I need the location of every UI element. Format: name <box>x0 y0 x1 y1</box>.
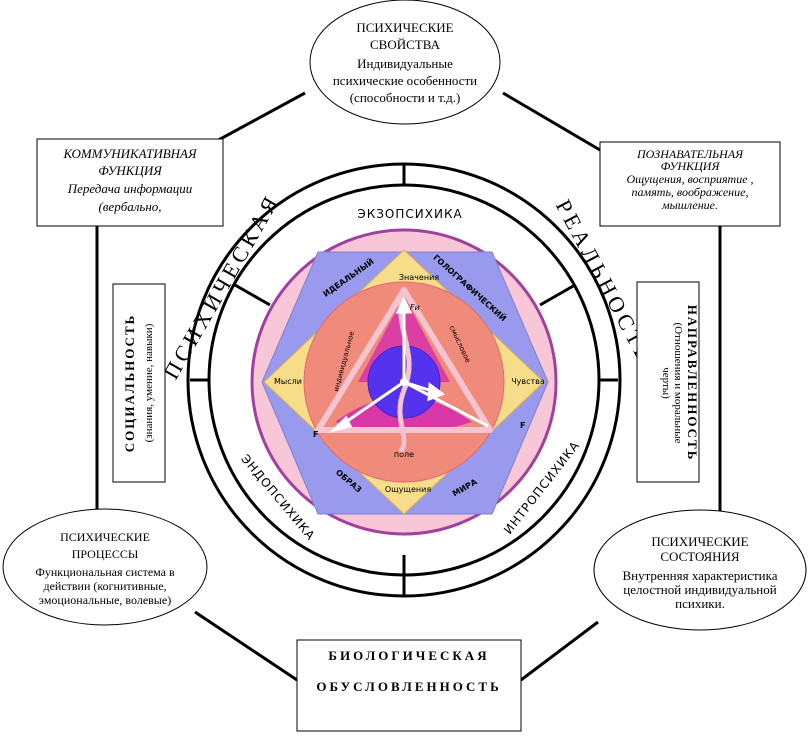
states-ellipse-text: ПСИХИЧЕСКИЕ СОСТОЯНИЯ Внутренняя характе… <box>622 534 777 611</box>
diagram-text: память, воображение, <box>632 185 749 199</box>
label-znacheniya: Значения <box>399 273 439 282</box>
diagram-text: Функциональная система в <box>35 565 175 579</box>
diagram-text: ФУНКЦИЯ <box>661 159 721 173</box>
sociality-box-text: СОЦИАЛЬНОСТЬ (знания, умение, навыки) <box>122 314 155 452</box>
cognitive-box <box>599 141 781 227</box>
sociality-box <box>112 283 166 483</box>
diagram-text: СОЦИАЛЬНОСТЬ <box>122 314 137 452</box>
diagram-text: КОММУНИКАТИВНАЯ <box>62 146 198 161</box>
diagram-text: (Отношения и моральные <box>672 323 684 444</box>
diagram-text: (способности и т.д.) <box>350 90 461 105</box>
biological-box-text: БИОЛОГИЧЕСКАЯ ОБУСЛОВЛЕННОСТЬ <box>316 648 501 694</box>
top-ellipse-text: ПСИХИЧЕСКИЕ СВОЙСТВА Индивидуальные псих… <box>333 20 477 105</box>
outer-frame <box>95 91 722 682</box>
cognitive-box-text: ПОЗНАВАТЕЛЬНАЯ ФУНКЦИЯ Ощущения, восприя… <box>626 147 753 212</box>
communicative-box-text: КОММУНИКАТИВНАЯ ФУНКЦИЯ Передача информа… <box>62 146 198 214</box>
diagram-text: Внутренняя характеристика <box>622 568 777 583</box>
diagram-text: психики. <box>675 596 725 611</box>
diagram-text: (знания, умение, навыки) <box>143 323 155 442</box>
biological-box <box>296 639 522 732</box>
diagram-text: НАПРАВЛЕННОСТЬ <box>685 305 700 462</box>
label-ekzopsikhika: ЭКЗОПСИХИКА <box>357 207 462 221</box>
diagram-text: Индивидуальные <box>357 56 453 71</box>
label-mysli: Мысли <box>274 377 302 386</box>
diagram-text: (вербально, <box>98 199 161 214</box>
diagram-text: целостной индивидуальной <box>623 582 776 597</box>
diagram-text: ПСИХИЧЕСКИЕ <box>651 534 748 549</box>
diagram-text: СВОЙСТВА <box>370 37 441 52</box>
label-chuvstva: Чувства <box>511 377 545 386</box>
diagram-text: действии (когнитивные, <box>43 579 166 593</box>
diagram-text: ПОЗНАВАТЕЛЬНАЯ <box>636 147 744 161</box>
communicative-box <box>36 138 224 227</box>
diagram-text: черты) <box>660 367 672 399</box>
diagram-text: Ощущения, восприятие , <box>626 172 753 186</box>
center-dot <box>400 378 408 386</box>
label-f-top: Fи <box>410 303 420 312</box>
orientation-box <box>636 281 700 483</box>
diagram-text: БИОЛОГИЧЕСКАЯ <box>328 648 489 663</box>
ring-connectors <box>190 164 618 595</box>
label-f-left: F <box>313 430 318 439</box>
top-ellipse <box>309 0 501 125</box>
orientation-box-text: НАПРАВЛЕННОСТЬ (Отношения и моральные че… <box>660 305 700 462</box>
diagram-text: эмоциональные, волевые) <box>39 593 171 607</box>
label-oshchushcheniya: Ощущения <box>385 485 431 494</box>
arrows <box>329 296 489 433</box>
label-f-right: F <box>520 421 525 430</box>
processes-ellipse <box>2 508 208 626</box>
label-pole: поле <box>394 450 414 459</box>
diagram-text: ПРОЦЕССЫ <box>72 547 139 561</box>
states-ellipse <box>593 509 807 631</box>
diagram-text: ПСИХИЧЕСКИЕ <box>60 530 150 544</box>
diagram-text: ОБУСЛОВЛЕННОСТЬ <box>316 679 501 694</box>
diagram-text: СОСТОЯНИЯ <box>660 549 740 564</box>
diagram-text: ПСИХИЧЕСКИЕ <box>356 20 453 35</box>
diagram-text: психические особенности <box>333 73 477 88</box>
diagram-text: Передача информации <box>67 181 193 196</box>
diagram-text: ФУНКЦИЯ <box>98 163 163 178</box>
pink-curve <box>397 289 412 454</box>
diagram-text: мышление. <box>661 198 718 212</box>
processes-ellipse-text: ПСИХИЧЕСКИЕ ПРОЦЕССЫ Функциональная сист… <box>35 530 175 607</box>
